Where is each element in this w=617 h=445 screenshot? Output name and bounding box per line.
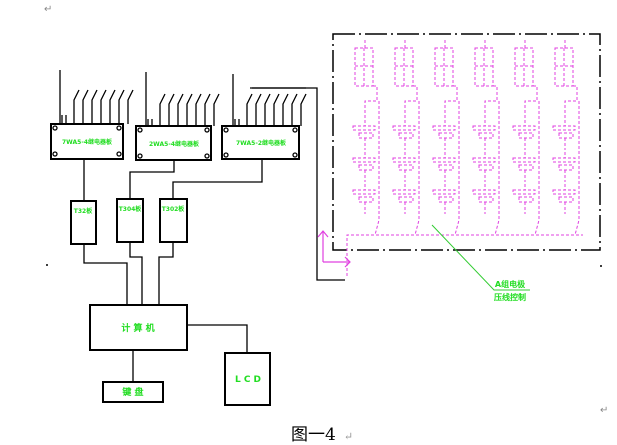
pins2-wires <box>147 93 220 126</box>
annotation-line-1: A组电极 <box>495 279 525 289</box>
electrode-cell <box>512 125 536 131</box>
figure-caption: 图一4 ↵ <box>291 420 353 445</box>
paragraph-mark-right: ↵ <box>600 405 608 416</box>
relay-board-1: 7WA5-4继电器板 <box>50 70 134 160</box>
electrode-cell <box>552 189 576 195</box>
interface-board-t304-label: T304板 <box>119 205 143 213</box>
wire-computer-lcd <box>187 324 248 353</box>
axis-arrows <box>317 230 351 268</box>
electrode-collector-line <box>346 234 583 276</box>
figure-caption-text: 图一4 <box>291 425 336 445</box>
electrode-cell <box>392 125 416 131</box>
electrode-cell <box>472 189 496 195</box>
relay-board-3: 7WA5-2继电器板 <box>221 74 307 160</box>
lcd-label: L C D <box>235 375 261 385</box>
electrode-column-5 <box>512 40 540 236</box>
caption-paragraph-mark: ↵ <box>343 430 354 443</box>
electrode-frame <box>332 33 601 251</box>
wire-t304-computer <box>129 242 143 305</box>
electrode-cell <box>352 157 376 163</box>
interface-board-t302: T302板 <box>159 198 188 243</box>
electrode-cell <box>472 125 496 131</box>
interface-board-t302-label: T302板 <box>162 205 186 213</box>
electrode-column-2 <box>392 40 420 236</box>
electrode-cell <box>432 157 456 163</box>
electrode-cell <box>432 189 456 195</box>
electrode-grid <box>352 40 580 236</box>
relay-board-1-label: 7WA5-4继电器板 <box>62 138 113 146</box>
relay-board-2-label: 2WA5-4继电器板 <box>149 140 200 148</box>
electrode-cell <box>552 157 576 163</box>
electrode-column-4 <box>472 40 500 236</box>
pins3-wires <box>234 87 307 126</box>
electrode-cell <box>472 157 496 163</box>
annotation-line-2: 压线控制 <box>494 292 526 302</box>
pins1-wires <box>61 89 134 124</box>
wire-board3-t302 <box>172 159 263 199</box>
electrode-column-1 <box>352 40 380 236</box>
electrode-cell <box>512 189 536 195</box>
paragraph-mark-top: ↵ <box>44 4 52 15</box>
wire-board2-t304 <box>129 160 175 200</box>
electrode-cell <box>352 125 376 131</box>
output-bus-wire <box>250 87 345 281</box>
interface-board-t304: T304板 <box>116 198 144 243</box>
computer-label: 计 算 机 <box>121 322 154 334</box>
keyboard-label: 键 盘 <box>121 386 143 398</box>
electrode-cell <box>392 189 416 195</box>
interface-board-t32-label: T32板 <box>74 207 93 215</box>
electrode-column-6 <box>552 40 580 236</box>
computer-box: 计 算 机 <box>89 304 188 351</box>
annotation-leader-line <box>431 224 530 291</box>
lcd-box: L C D <box>224 352 271 406</box>
electrode-cell <box>392 157 416 163</box>
interface-board-t32: T32板 <box>70 200 97 245</box>
relay-board-2: 2WA5-4继电器板 <box>135 72 220 161</box>
wire-t302-computer <box>158 242 174 305</box>
electrode-cell <box>352 189 376 195</box>
dot-mark-right <box>600 265 602 267</box>
relay-board-3-label: 7WA5-2继电器板 <box>236 139 287 147</box>
electrode-cell <box>432 125 456 131</box>
electrode-cell <box>512 157 536 163</box>
keyboard-box: 键 盘 <box>102 381 164 403</box>
electrode-cell <box>552 125 576 131</box>
dot-mark-left <box>46 264 48 266</box>
electrode-column-3 <box>432 40 460 236</box>
wire-t32-computer <box>83 244 128 305</box>
